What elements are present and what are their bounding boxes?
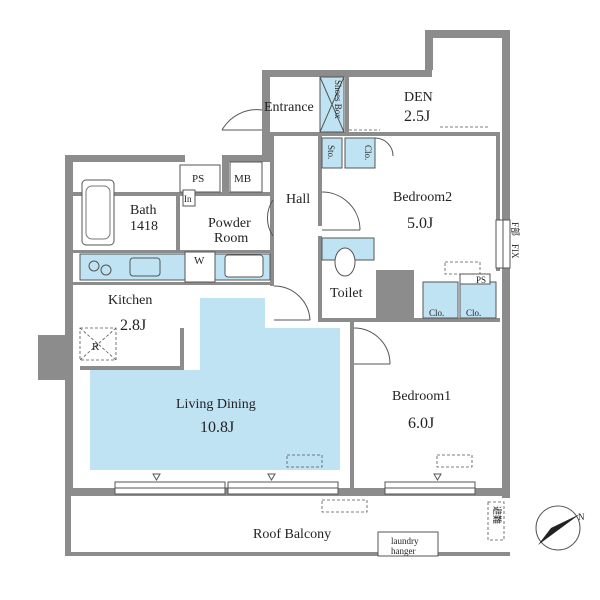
ac-marker-bedroom2 [444,261,481,275]
label-powder: Powder [208,216,251,231]
label-bath-size: 1418 [130,219,158,234]
label-ps-top: PS [192,173,204,185]
label-living-dining-size: 10.8J [200,419,234,436]
label-sto: Sto. [326,145,336,159]
interior-walls [73,77,500,488]
ac-marker-bedroom1 [436,454,473,468]
ac-marker-living [286,454,323,468]
label-clo-bedroom2: Clo. [363,145,373,160]
mb-meter-box [229,161,263,193]
label-hall: Hall [286,192,310,207]
escape-hatch [487,501,505,541]
washbasin [224,254,264,278]
laundry-hanger [377,531,439,557]
label-kitchen: Kitchen [108,293,152,308]
label-powder-room: Room [214,231,248,246]
svg-text:N: N [578,512,585,522]
storage-sto [321,137,343,169]
label-fix-prefix: F部 [510,222,521,236]
label-in: In [184,194,192,204]
label-roof-balcony: Roof Balcony [253,527,331,542]
washer-space [184,251,216,283]
bathtub [81,179,115,246]
living-dining-floor [90,298,340,470]
label-entrance: Entrance [264,100,314,115]
closet-bedroom2 [344,137,376,169]
label-r: R [92,341,100,353]
label-den: DEN [404,90,433,105]
label-escape: 避難 [492,506,503,524]
label-bedroom1-size: 6.0J [408,415,434,432]
windows-bottom [114,481,476,495]
toilet-bowl [334,247,356,277]
label-w: W [194,255,205,267]
label-bedroom2: Bedroom2 [393,190,452,205]
label-laundry: laundry [391,536,419,546]
label-bedroom2-size: 5.0J [407,215,433,232]
label-bath: Bath [130,203,156,218]
label-den-size: 2.5J [404,108,430,125]
label-ps-right: PS [476,275,486,285]
label-kitchen-size: 2.8J [120,317,146,334]
label-shoes-box: Shoes Box [333,80,343,119]
label-clo-bedroom1-a: Clo. [429,308,444,318]
entrance-door[interactable] [221,109,263,131]
label-hanger: hanger [391,546,416,556]
label-mb: MB [234,173,251,185]
fridge-space [79,327,117,361]
outdoor-unit-marker [321,499,368,513]
label-clo-bedroom1-b: Clo. [466,308,481,318]
closet-bedroom1-a [422,281,459,319]
label-bedroom1: Bedroom1 [392,389,451,404]
ps-shaft-top [179,164,221,193]
label-toilet: Toilet [330,286,363,301]
bath-inlet [182,189,196,207]
label-fix: FIX [510,244,520,259]
compass-icon: N [535,505,585,551]
label-living-dining: Living Dining [176,397,256,412]
